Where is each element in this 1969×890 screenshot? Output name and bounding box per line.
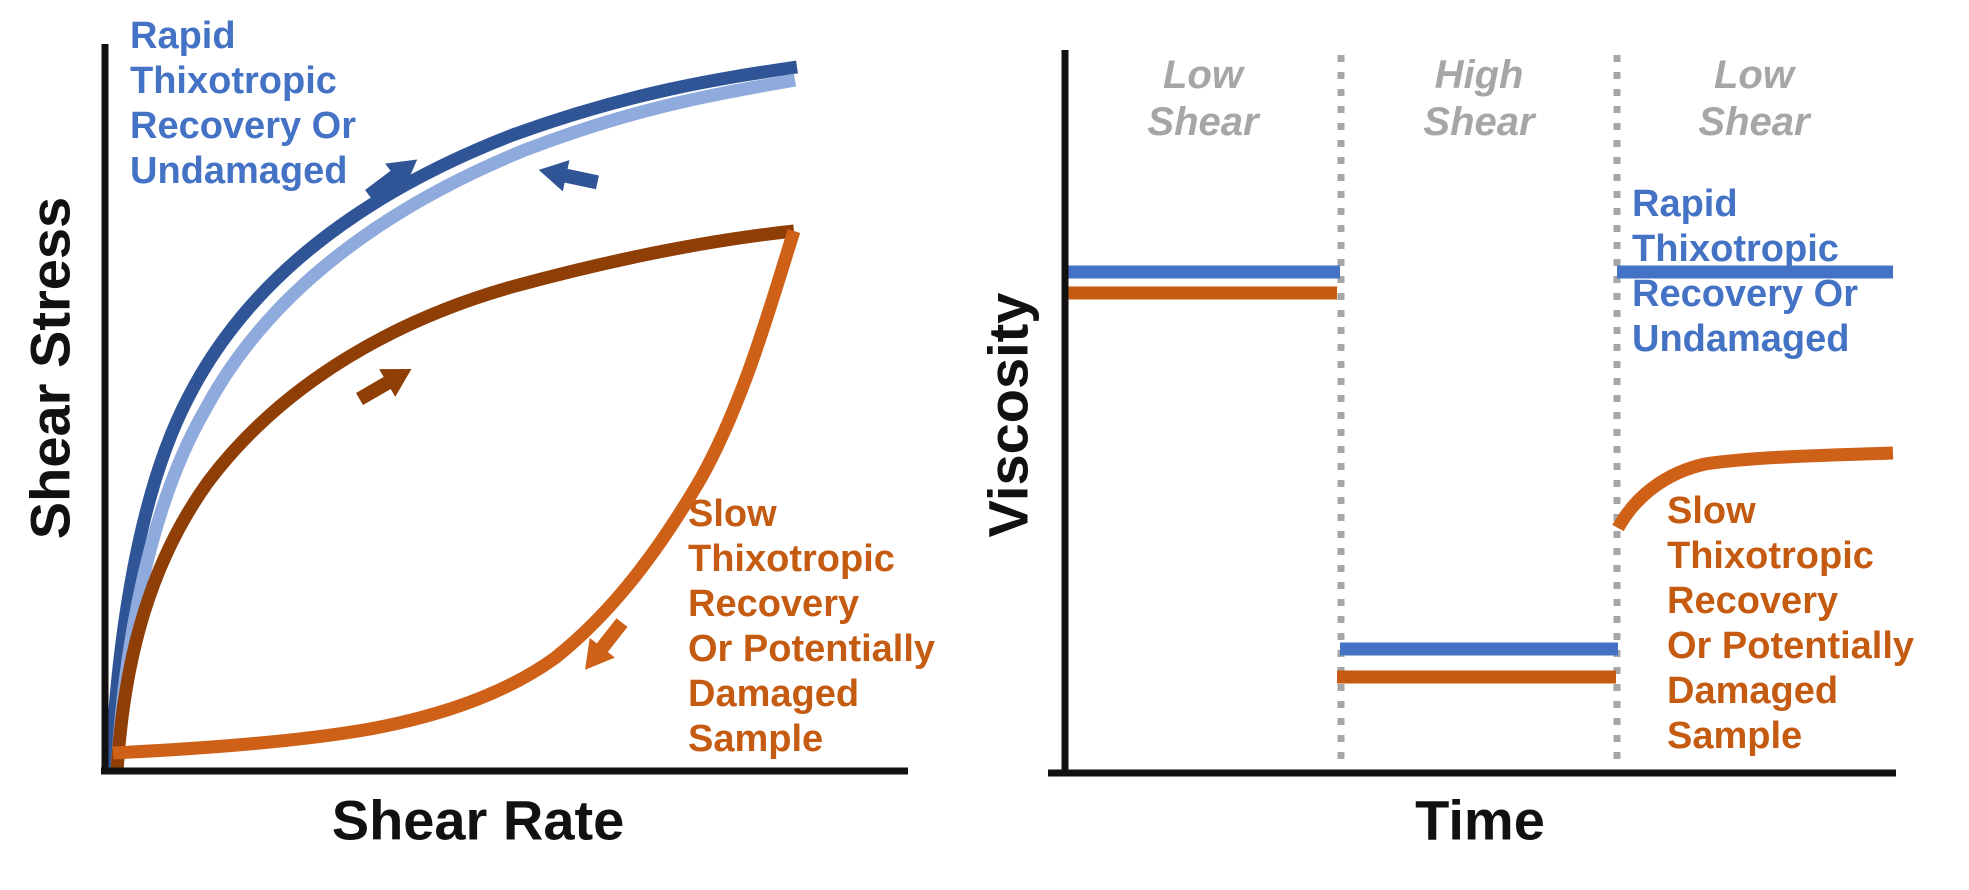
section-label-low-shear-2: Low Shear — [1698, 53, 1810, 144]
slow-recovery-annotation-left: Slow Thixotropic Recovery Or Potentially… — [688, 493, 936, 760]
right-x-axis-label: Time — [1415, 788, 1545, 852]
section-label-low-shear-1: Low Shear — [1147, 53, 1259, 144]
right-y-axis-label: Viscosity — [976, 292, 1040, 538]
slow-up-arrow — [355, 369, 412, 406]
section-label-high-shear: High Shear — [1423, 53, 1535, 144]
left-x-axis-label: Shear Rate — [331, 788, 625, 852]
rapid-recovery-annotation-right: Rapid Thixotropic Recovery Or Undamaged — [1632, 183, 1859, 360]
rapid-recovery-annotation-left: Rapid Thixotropic Recovery Or Undamaged — [130, 15, 357, 192]
slow-recovery-annotation-right: Slow Thixotropic Recovery Or Potentially… — [1667, 490, 1915, 757]
slow-return-arrow — [585, 618, 628, 670]
rapid-return-arrow — [538, 160, 599, 192]
rapid-up-arrow — [365, 159, 418, 202]
left-y-axis-label: Shear Stress — [18, 196, 82, 540]
